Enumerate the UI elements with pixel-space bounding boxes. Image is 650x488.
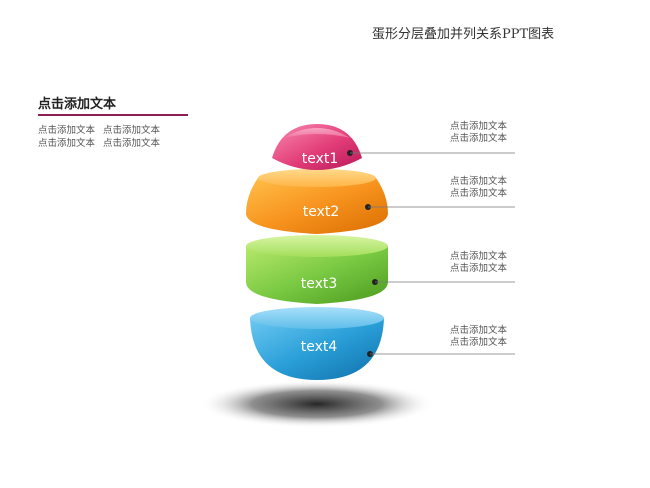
layer-3-label: text3	[301, 276, 338, 292]
layer-4-shape	[250, 307, 384, 380]
note-line: 点击添加文本	[450, 251, 508, 262]
page-title: 蛋形分层叠加并列关系PPT图表	[372, 27, 555, 42]
layer-4-connector	[367, 351, 515, 357]
note-line: 点击添加文本	[450, 121, 508, 132]
note-line: 点击添加文本	[450, 337, 508, 348]
body-line: 点击添加文本	[38, 125, 96, 136]
layer-3-note: 点击添加文本 点击添加文本	[450, 251, 507, 275]
layer-1-shape	[272, 124, 362, 170]
body-line: 点击添加文本	[38, 138, 96, 149]
layer-2-shape	[246, 169, 388, 234]
layer-2-note: 点击添加文本 点击添加文本	[450, 176, 507, 200]
section-body: 点击添加文本点击添加文本 点击添加文本点击添加文本	[38, 124, 198, 150]
note-line: 点击添加文本	[450, 325, 508, 336]
egg-shadow	[199, 380, 435, 428]
body-line: 点击添加文本	[103, 125, 161, 136]
note-line: 点击添加文本	[450, 188, 508, 199]
note-line: 点击添加文本	[450, 133, 508, 144]
layer-2-label: text2	[303, 204, 340, 220]
layer-1-note: 点击添加文本 点击添加文本	[450, 121, 507, 145]
layer-3-shape	[246, 235, 388, 304]
layer-2-connector	[365, 204, 515, 210]
note-line: 点击添加文本	[450, 176, 508, 187]
layer-1-connector	[347, 150, 515, 156]
note-line: 点击添加文本	[450, 263, 508, 274]
section-heading: 点击添加文本	[38, 97, 117, 112]
layer-4-note: 点击添加文本 点击添加文本	[450, 325, 507, 349]
layer-4-label: text4	[301, 339, 338, 355]
body-line: 点击添加文本	[103, 138, 161, 149]
layer-1-label: text1	[302, 151, 339, 167]
heading-divider	[38, 114, 188, 116]
layer-3-connector	[372, 279, 515, 285]
